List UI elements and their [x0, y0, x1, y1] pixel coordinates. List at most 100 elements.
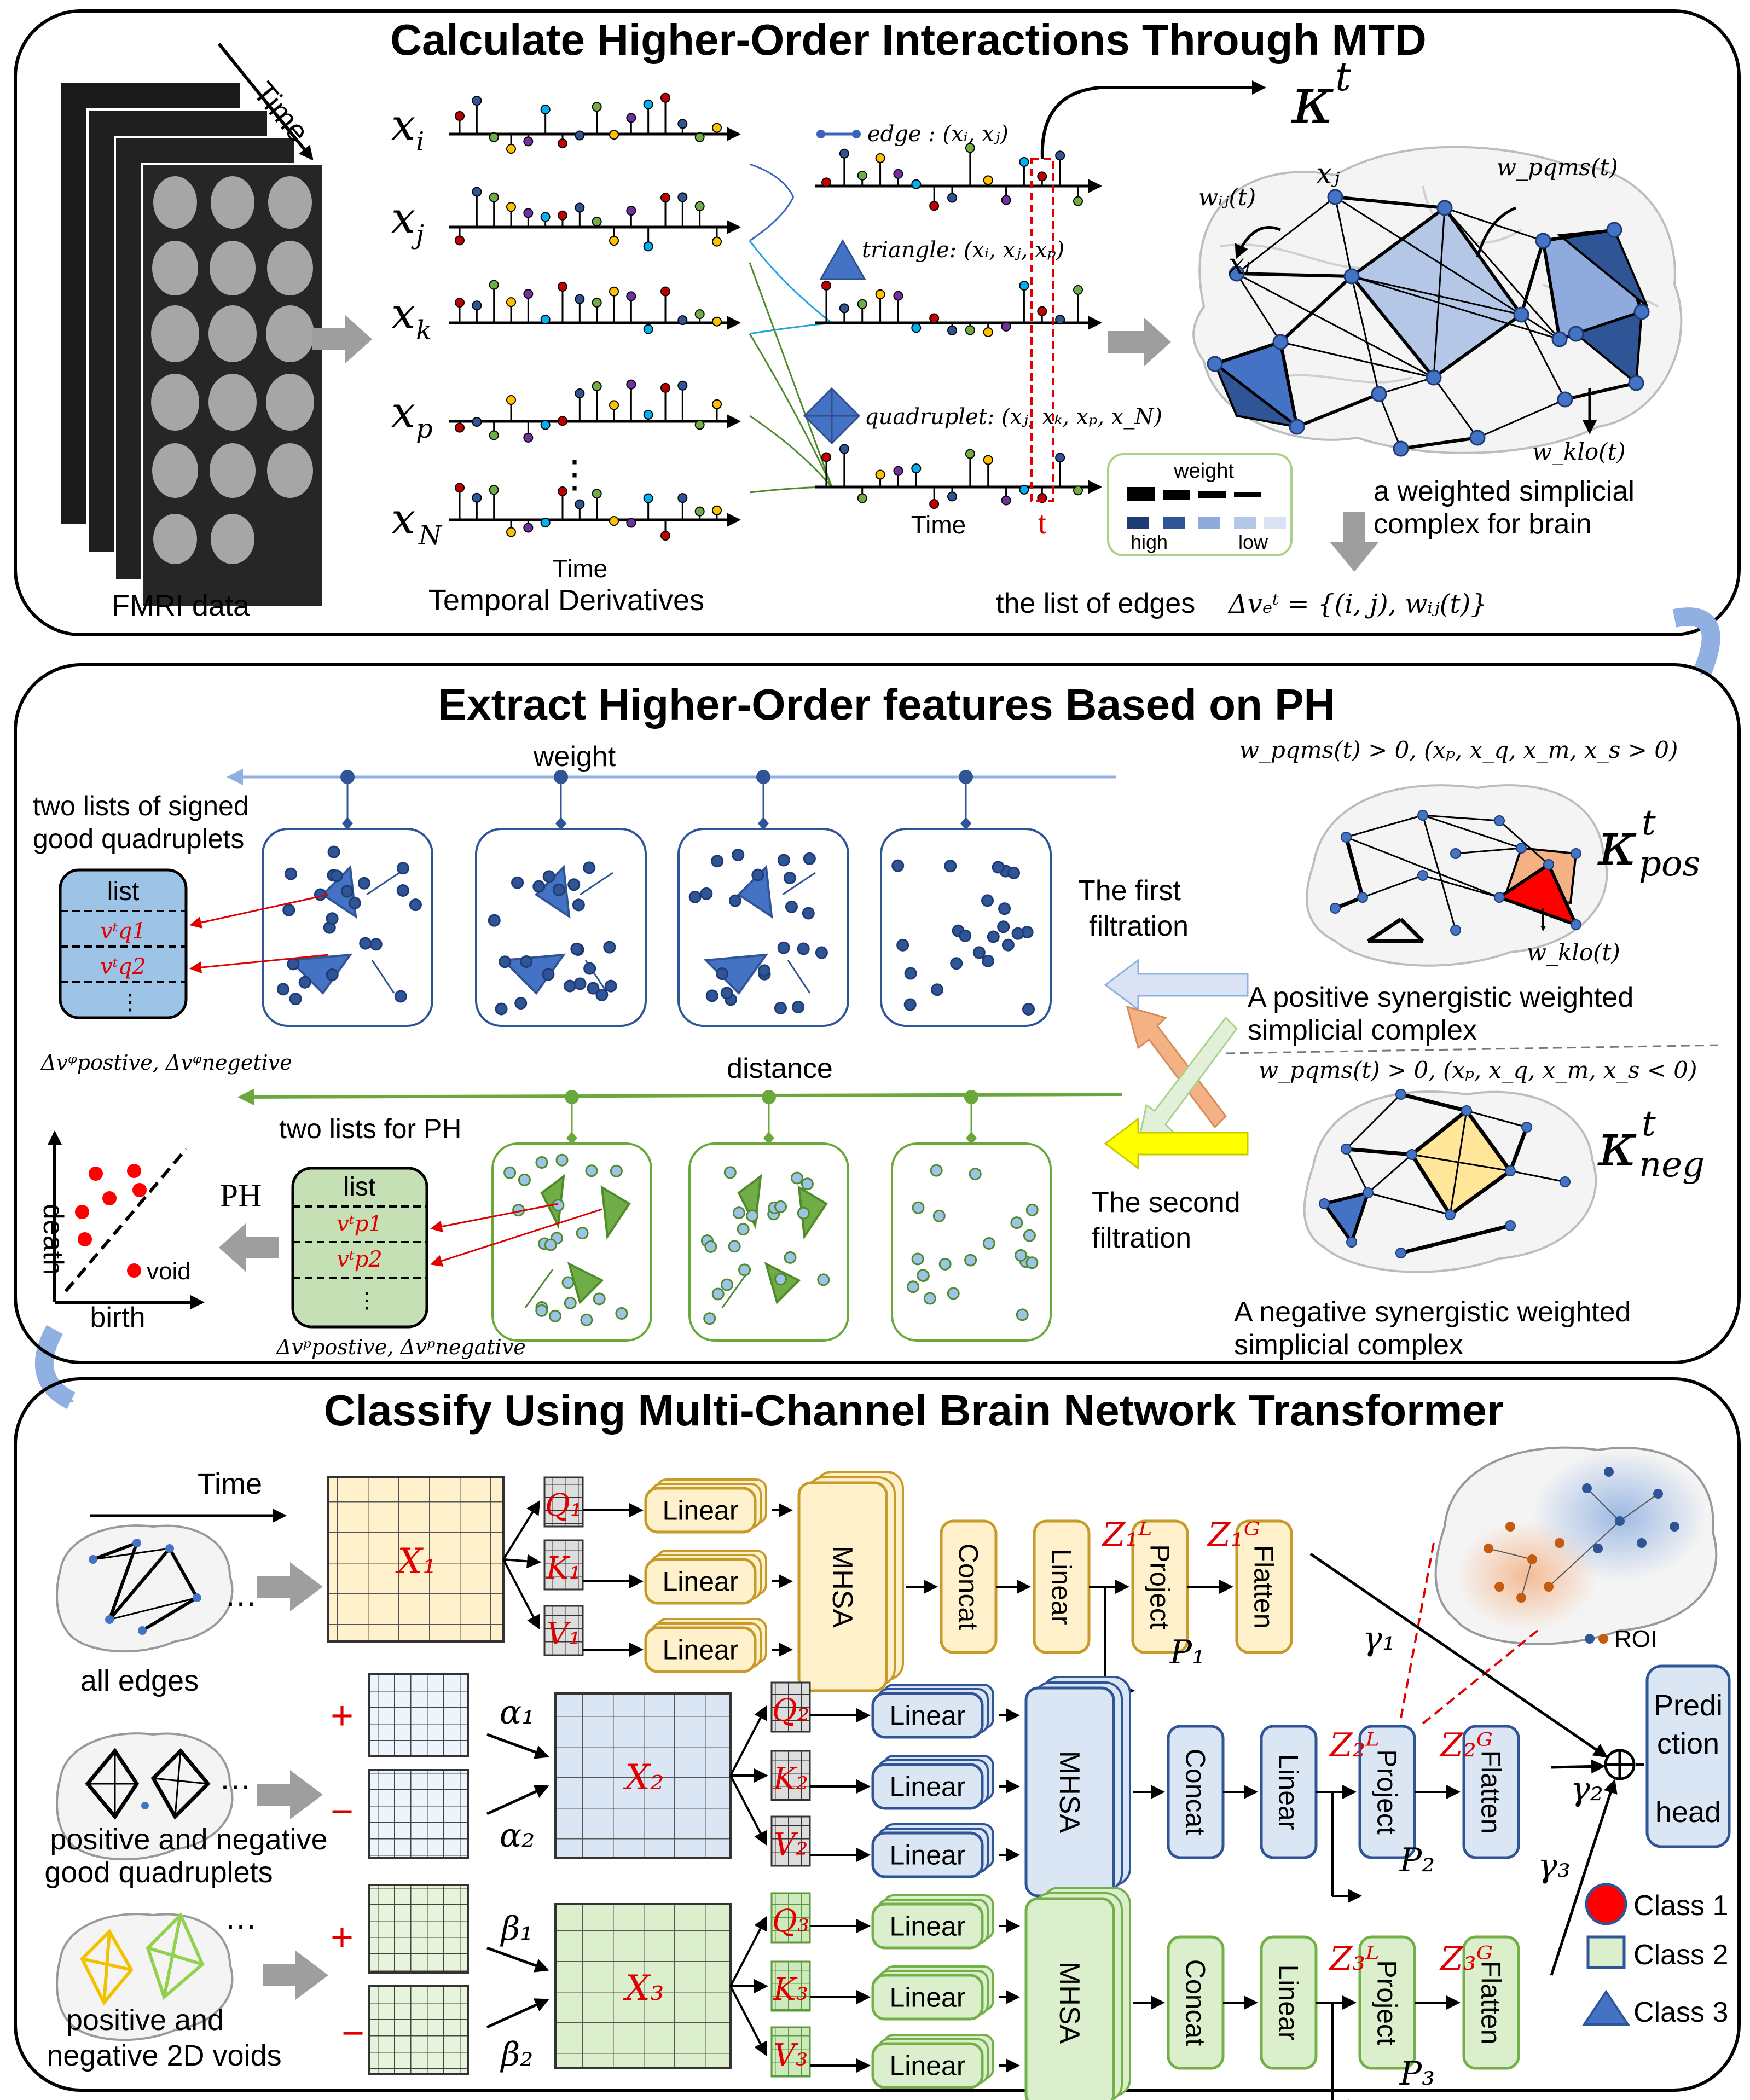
- pos-to-first-filtration-arrow: [1104, 959, 1249, 1011]
- ellipsis-2: …: [219, 1760, 252, 1796]
- ph-list: list vᵗp1 vᵗp2 ⋮: [291, 1167, 428, 1329]
- v2-label: V₂: [774, 1827, 808, 1863]
- time-t-highlight: [1030, 158, 1054, 502]
- w-klo-label: w_klo(t): [1532, 438, 1626, 465]
- pos-quad-matrix: [368, 1673, 469, 1757]
- list-to-ph-arrow: [219, 1223, 279, 1272]
- k2-label: K₂: [773, 1761, 808, 1797]
- complex-to-list-arrow: [1330, 512, 1379, 572]
- linear-row2-0: Linear: [871, 1692, 984, 1739]
- series-stems: [449, 92, 741, 541]
- svg-text:head: head: [1655, 1796, 1721, 1829]
- svg-text:Linear: Linear: [663, 1495, 739, 1526]
- svg-text:Project: Project: [1372, 1960, 1403, 2045]
- svg-text:Class 2: Class 2: [1633, 1939, 1728, 1971]
- first-filtration-2: filtration: [1089, 910, 1189, 942]
- row3-minus: −: [341, 2011, 364, 2055]
- linear-row3-0: Linear: [871, 1902, 984, 1950]
- svg-text:Linear: Linear: [890, 1982, 966, 2013]
- svg-text:Project: Project: [1145, 1544, 1175, 1629]
- flatten-row1: Flatten: [1235, 1519, 1293, 1654]
- concat-row2: Concat: [1167, 1725, 1225, 1859]
- svg-text:Linear: Linear: [663, 1635, 739, 1666]
- right-time-label: Time: [911, 511, 966, 539]
- zg1-label: Z₁ᴳ: [1207, 1516, 1260, 1554]
- birth-label: birth: [90, 1302, 145, 1333]
- project-row2: Project: [1358, 1725, 1416, 1859]
- pos-caption-2: simplicial complex: [1248, 1014, 1477, 1046]
- zl2-label: Z₂ᴸ: [1329, 1726, 1380, 1765]
- signed-lists-2: good quadruplets: [33, 823, 244, 854]
- svg-text:ction: ction: [1657, 1727, 1719, 1760]
- svg-text:t: t: [1642, 803, 1656, 843]
- weight-low: low: [1238, 531, 1268, 553]
- roi-label: ROI: [1614, 1626, 1657, 1652]
- svg-text:Project: Project: [1372, 1749, 1403, 1835]
- k3-label: K₃: [773, 1972, 808, 2008]
- linear-row3-1: Linear: [871, 1974, 984, 2021]
- panel-ph-frame: [14, 663, 1741, 1364]
- positive-brain: [1306, 784, 1608, 967]
- svg-text:Concat: Concat: [953, 1544, 984, 1631]
- svg-text:N: N: [418, 520, 443, 551]
- beta2-label: β₂: [500, 2035, 534, 2074]
- svg-text:t: t: [1642, 1104, 1656, 1144]
- svg-text:x: x: [391, 101, 415, 150]
- node-xj-label: xⱼ: [1316, 158, 1340, 190]
- triangle-legend: triangle: (xᵢ, xⱼ, xₚ): [862, 237, 1064, 263]
- zg3-label: Z₃ᴳ: [1439, 1940, 1493, 1978]
- svg-text:Flatten: Flatten: [1249, 1545, 1279, 1629]
- w-klo-pos: w_klo(t): [1527, 939, 1620, 966]
- ph-label: PH: [220, 1177, 262, 1214]
- row2-minus: −: [331, 1790, 354, 1834]
- linear-out-row3: Linear: [1260, 1935, 1318, 2070]
- second-filtration-2: filtration: [1092, 1222, 1191, 1254]
- delta-q: Δvᵠpostive, Δvᵠnegetive: [40, 1051, 292, 1075]
- edge-list-formula: Δvₑᵗ = {(i, j), wᵢⱼ(t)}: [1227, 589, 1487, 619]
- panel-mtd-frame: [14, 9, 1741, 636]
- signed-lists-1: two lists of signed: [33, 791, 249, 821]
- vp1: vᵗp1: [337, 1211, 383, 1237]
- neg-void-matrix: [368, 1985, 469, 2075]
- weight-high: high: [1131, 531, 1168, 553]
- branch-lines: [749, 163, 833, 494]
- neg-condition: w_pqms(t) > 0, (xₚ, x_q, x_m, x_s < 0): [1259, 1057, 1697, 1083]
- panel-ph-title: Extract Higher-Order features Based on P…: [438, 680, 1335, 729]
- brain-icon-quadruplets: [56, 1732, 234, 1861]
- quadruplets-caption-1: positive and negative: [50, 1823, 327, 1856]
- kappa-neg: κ t neg: [1597, 1104, 1705, 1185]
- brain-slices: [151, 176, 314, 564]
- svg-text:Predi: Predi: [1654, 1689, 1723, 1722]
- x1-label: X₁: [395, 1541, 436, 1582]
- concat-row3: Concat: [1167, 1935, 1225, 2070]
- distance-axis-label: distance: [727, 1053, 833, 1084]
- edge-legend: edge : (xᵢ, xⱼ): [867, 121, 1009, 147]
- edge-to-kappa-arrow: [1040, 80, 1266, 159]
- svg-text:Flatten: Flatten: [1476, 1961, 1506, 2045]
- neg-quad-matrix: [368, 1769, 469, 1859]
- svg-text:list: list: [344, 1173, 376, 1202]
- zl3-label: Z₃ᴸ: [1329, 1940, 1380, 1978]
- first-filtration-1: The first: [1078, 875, 1181, 907]
- flatten-row2: Flatten: [1462, 1725, 1520, 1859]
- mhsa-row2: MHSA: [1024, 1686, 1115, 1898]
- row3-plus: +: [331, 1916, 354, 1959]
- node-xi-label: xᵢ: [1229, 248, 1250, 281]
- project-row3: Project: [1358, 1935, 1416, 2070]
- w-pqms-label: w_pqms(t): [1497, 154, 1618, 181]
- panel-mtd-title: Calculate Higher-Order Interactions Thro…: [390, 15, 1427, 64]
- negative-brain: [1303, 1089, 1597, 1273]
- mhsa-row1: MHSA: [797, 1481, 888, 1692]
- concat-row1: Concat: [940, 1519, 998, 1654]
- vq2: vᵗq2: [100, 954, 146, 979]
- quadruplet-legend: quadruplet: (xⱼ, xₖ, xₚ, x_N): [865, 404, 1162, 430]
- svg-text:x: x: [391, 495, 415, 544]
- p3-label: P₃: [1399, 2055, 1435, 2093]
- vq1: vᵗq1: [100, 919, 146, 944]
- t-marker: t: [1038, 508, 1046, 540]
- x1-matrix: [327, 1476, 505, 1643]
- panel-transformer-title: Classify Using Multi-Channel Brain Netwo…: [324, 1386, 1504, 1435]
